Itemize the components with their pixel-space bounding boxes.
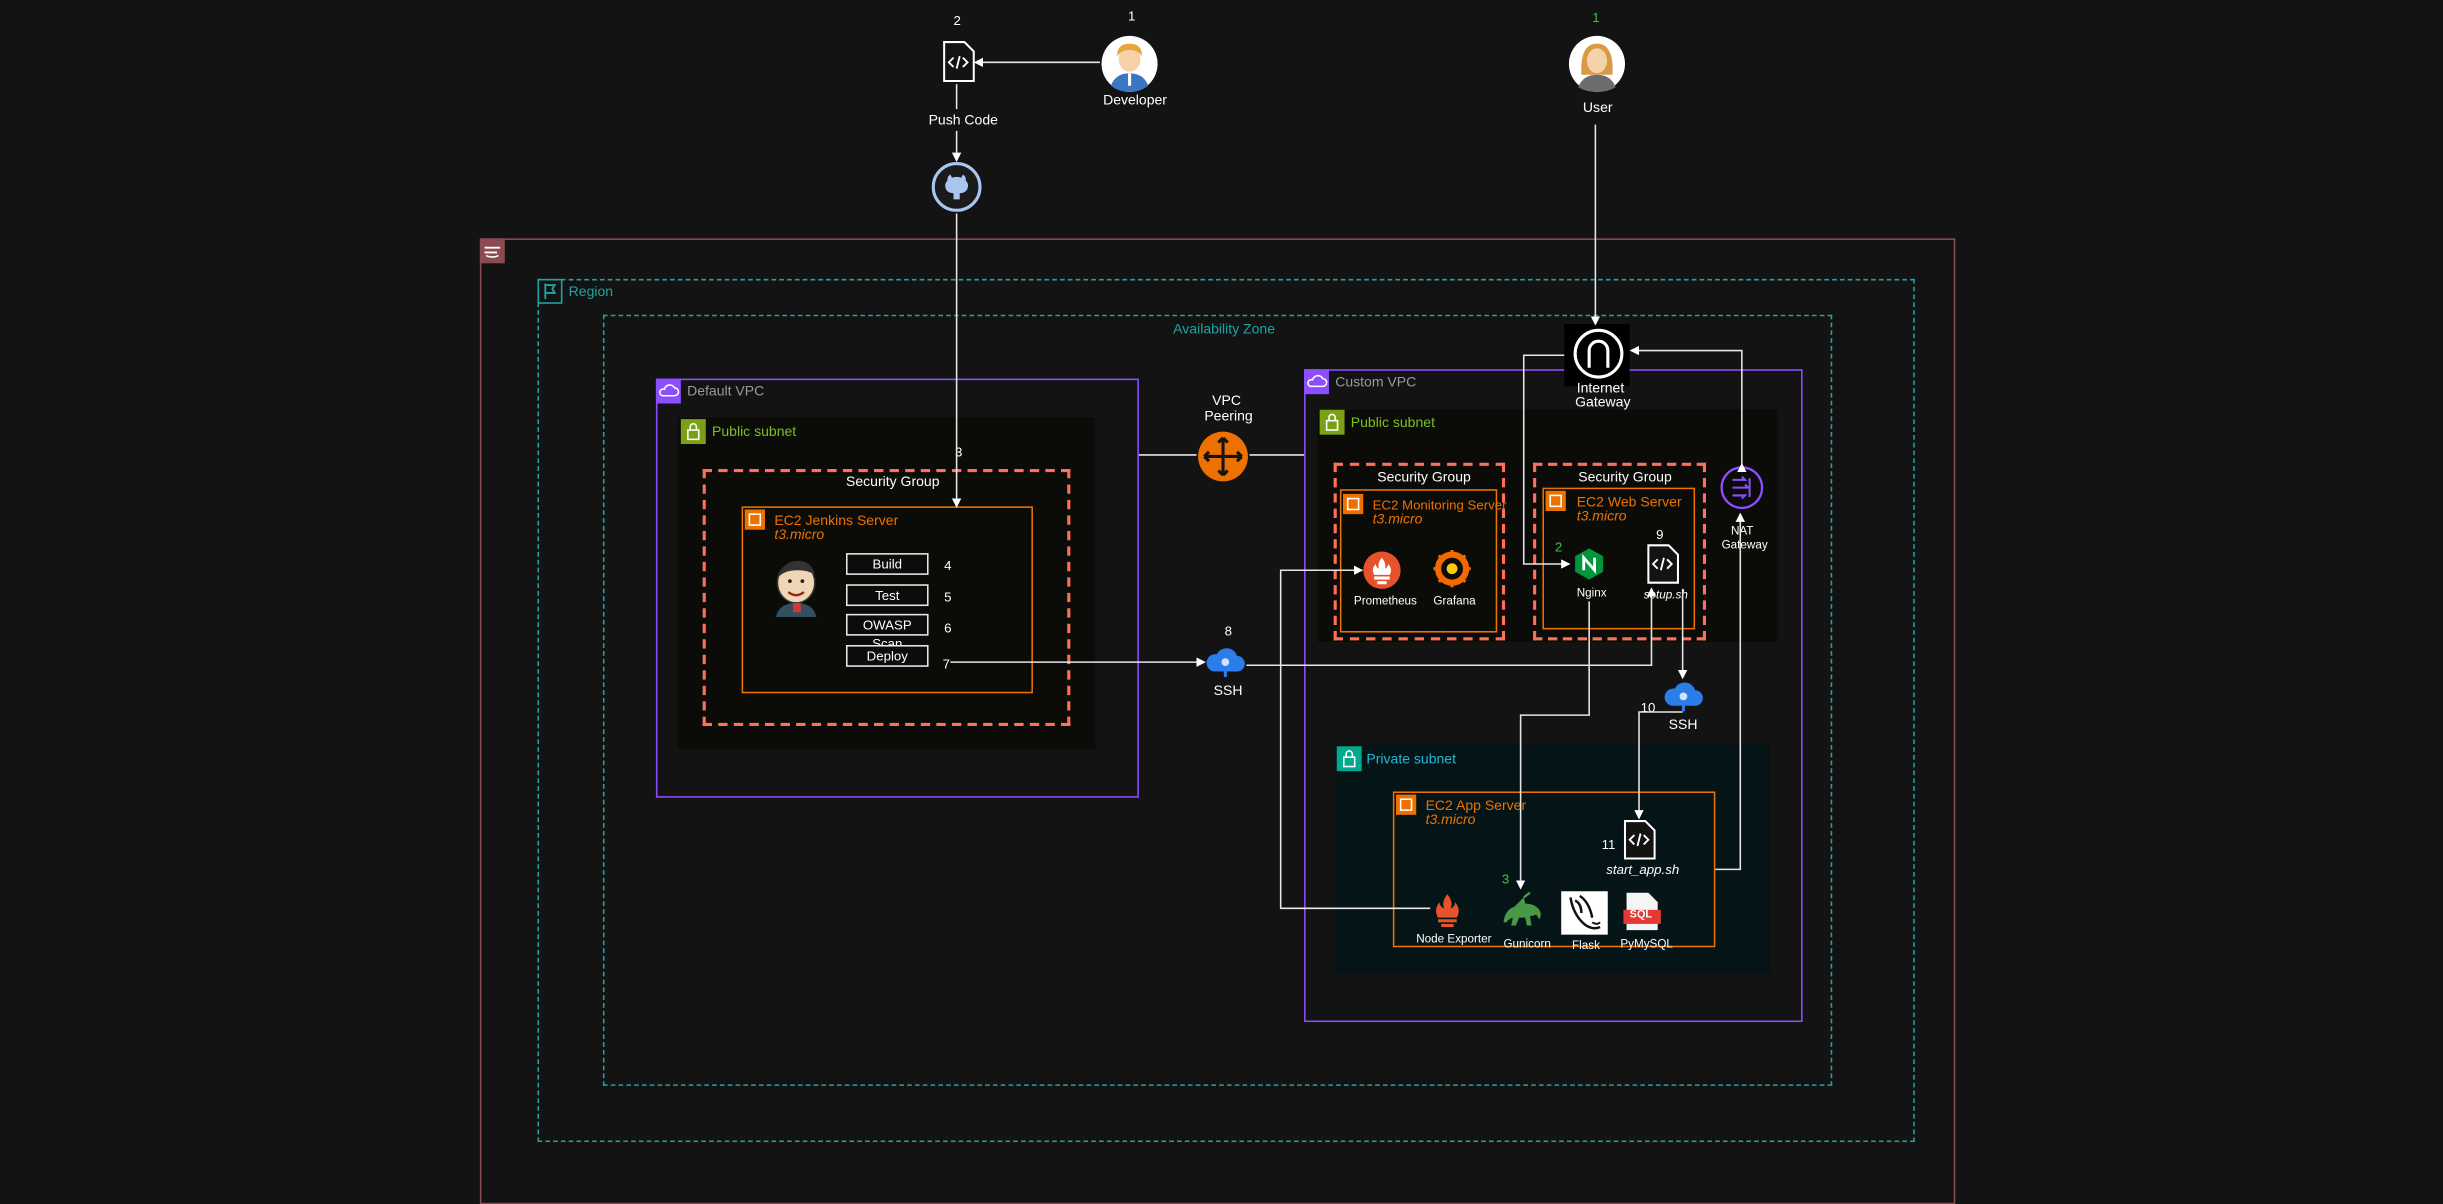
igw-to-nginx-line (1524, 355, 1569, 564)
nginx-to-gunicorn-line (1521, 601, 1590, 888)
ssh-to-setup-line (1246, 589, 1651, 665)
ssh2-to-startapp-line (1639, 712, 1683, 818)
nodeexporter-to-prometheus-line (1281, 570, 1431, 908)
nat-to-igw-line (1631, 351, 1742, 465)
app-to-nat-line (1715, 514, 1740, 869)
